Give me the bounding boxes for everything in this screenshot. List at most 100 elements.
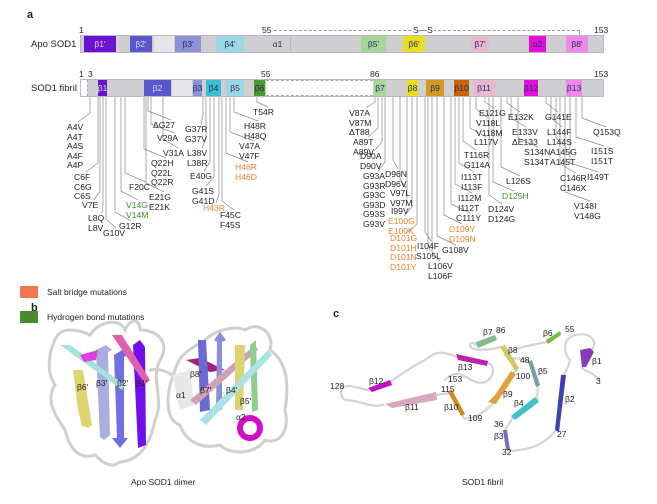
leader-line	[431, 97, 441, 262]
label-fb3: β3	[494, 431, 504, 441]
mutation-V29: V29A	[157, 133, 179, 143]
fibril-num-3: 3	[88, 69, 93, 79]
apo-segment-a2: α2	[529, 36, 546, 52]
leader-line	[569, 97, 599, 173]
fibril-segment-b1: β1	[98, 80, 107, 96]
leader-line	[575, 97, 605, 147]
leader-line	[147, 97, 172, 121]
mutation-L126: L126S	[506, 176, 531, 186]
mutation-I104: I104F	[417, 241, 439, 251]
panel-c-label: c	[333, 308, 340, 320]
mutation-C146: C146R C146X	[560, 173, 587, 193]
fibril-bar: β1 β2 β3 β4 β5 β6 β7 β8 β9 β10 β11 β12 β…	[80, 79, 604, 97]
leader-line	[205, 97, 215, 187]
helix-a1	[172, 370, 194, 410]
mutation-V7: V7E	[82, 200, 99, 210]
mutation-D125: D125H	[502, 191, 529, 201]
leader-line	[581, 97, 607, 128]
strand-b4p	[200, 350, 272, 425]
mutation-leader-lines	[77, 97, 607, 262]
fibril-segment-b10: β10	[454, 80, 469, 96]
label-b2p: β2'	[117, 378, 129, 388]
leader-line	[215, 97, 220, 204]
leader-line	[221, 97, 235, 211]
fibril-strand-b10	[448, 390, 465, 416]
leader-line	[436, 97, 457, 246]
mutation-H46: H46R H46D	[235, 162, 257, 182]
mutation-F20: F20C	[129, 182, 151, 192]
label-a1: α1	[176, 390, 186, 400]
disulfide-label: S—S	[412, 25, 434, 35]
mutation-D124: D124V D124G	[488, 204, 516, 224]
leader-line	[229, 97, 255, 142]
residue-86: 86	[496, 325, 506, 335]
mutation-G12: G12R	[119, 221, 142, 231]
fibril-strand-b8	[500, 345, 519, 371]
residue-115: 115	[441, 384, 455, 394]
label-b4p: β4'	[226, 385, 238, 395]
leader-line	[105, 97, 117, 229]
apo-segment-b8: β8'	[566, 36, 588, 52]
mutation-E132: E132K	[508, 112, 534, 122]
mutation-H48: H48R H48Q	[244, 121, 267, 141]
mutation-D96: D96N D96V	[385, 169, 407, 189]
strand-b1p	[133, 340, 146, 448]
fibril-strand-b4	[511, 397, 539, 420]
residue-100: 100	[516, 371, 530, 381]
fibril-strand-b5	[528, 360, 540, 387]
leader-line	[256, 97, 269, 108]
label-b5p: β5'	[240, 396, 252, 406]
fibril-segment-b6: β6	[254, 80, 265, 96]
fibril-num-153: 153	[594, 69, 609, 79]
strand-pink-right	[190, 345, 258, 405]
fibril-strand-b6	[546, 331, 561, 344]
leader-line	[143, 97, 167, 159]
leader-line	[365, 97, 376, 109]
mutation-V118: V118L V118M	[476, 118, 503, 138]
strand-b7p	[198, 340, 210, 412]
residue-55: 55	[565, 324, 575, 334]
leader-line	[162, 97, 179, 149]
apo-segment-b3: β3'	[175, 36, 201, 52]
apo-sod1-bar: β1' β2' β3' β4' α1 β5' β6' β7' α2 β8'	[80, 35, 604, 53]
label-fb9: β9	[503, 389, 513, 399]
mutation-I99: I99V	[391, 206, 409, 216]
label-b7p: β7'	[200, 385, 212, 395]
strand-b5p	[250, 340, 258, 412]
leader-line	[377, 97, 386, 172]
mutation-I112: I112M I112T	[458, 193, 482, 213]
leader-line	[120, 97, 139, 201]
label-fb8: β8	[508, 345, 518, 355]
apo-segment-b7: β7'	[471, 36, 489, 52]
apo-segment-b2: β2'	[130, 36, 152, 52]
fibril-strand-b9	[488, 371, 516, 404]
fibril-disordered-nterm	[81, 80, 88, 96]
strand-b8p	[186, 358, 225, 372]
strand-b6p	[73, 370, 92, 428]
fibril-strand-b2	[555, 375, 566, 432]
mutation-V87: V87A V87M ΔT88	[349, 108, 372, 138]
fibril-strand-b1	[580, 348, 594, 367]
label-fb10: β10	[444, 402, 459, 412]
residue-128: 128	[330, 381, 344, 391]
apo-start-number: 1	[79, 25, 84, 35]
mutation-H43: H43R	[203, 203, 225, 213]
mutation-F45: F45C F45S	[220, 210, 242, 230]
apo-segment-a1: α1	[265, 36, 291, 52]
leader-line	[450, 97, 471, 214]
label-fb1: β1	[592, 356, 602, 366]
label-b3p: β3'	[96, 378, 108, 388]
fibril-segment-b2: β2	[144, 80, 171, 96]
leader-line	[367, 97, 379, 138]
mutation-L38: L38V L38R	[187, 148, 208, 168]
mutation-G37: G37R G37V	[185, 124, 208, 144]
fibril-segment-b4: β4	[206, 80, 221, 96]
fibril-strand-b7	[476, 335, 497, 348]
leader-line	[399, 97, 407, 189]
mutation-Q22: Q22H Q22L Q22R	[151, 158, 174, 188]
mutation-T54: T54R	[253, 107, 275, 117]
leader-line	[403, 97, 413, 217]
leader-line	[145, 97, 165, 193]
residue-153: 153	[448, 374, 462, 384]
leader-line	[93, 97, 101, 201]
